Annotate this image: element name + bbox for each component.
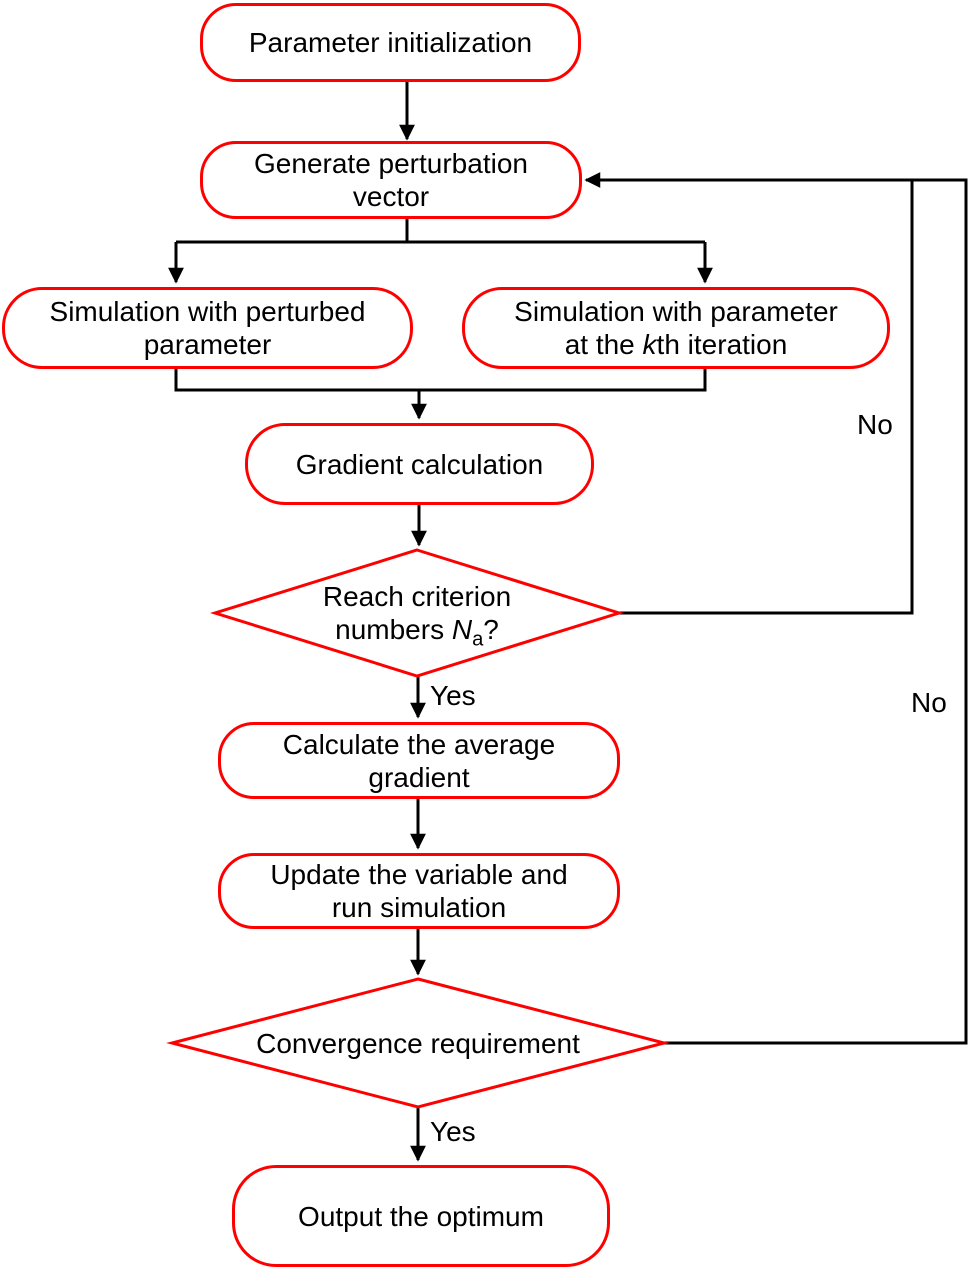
node-label-line2: run simulation bbox=[331, 892, 507, 923]
edge-convergence-no-loop bbox=[584, 172, 968, 1045]
edge-label-yes-reach: Yes bbox=[430, 680, 476, 711]
decision-label: Convergence requirement bbox=[256, 1028, 580, 1059]
node-label: Output the optimum bbox=[298, 1200, 544, 1232]
edge-label-no-reach: No bbox=[857, 409, 893, 440]
node-label: Gradient calculation bbox=[295, 448, 544, 480]
edge-label-yes-convergence: Yes bbox=[430, 1116, 476, 1147]
node-update-variable-run-simulation: Update the variable and run simulation bbox=[218, 853, 620, 929]
node-label-line2: parameter bbox=[143, 329, 272, 360]
edge-reach-no-loop bbox=[619, 180, 914, 615]
node-label-line1: Update the variable and bbox=[270, 859, 568, 890]
edge-merge-horizontal bbox=[174, 369, 707, 392]
decision-reach-criterion-label: Reach criterion numbers Na? bbox=[217, 580, 617, 657]
decision-convergence-label: Convergence requirement bbox=[174, 1027, 662, 1060]
subscript-a: a bbox=[472, 628, 484, 651]
node-gradient-calculation: Gradient calculation bbox=[245, 423, 594, 505]
node-calculate-average-gradient: Calculate the average gradient bbox=[218, 722, 620, 799]
node-label-line1: Simulation with parameter bbox=[514, 296, 838, 327]
decision-convergence-shape bbox=[166, 977, 670, 1109]
node-label-line2: at the kth iteration bbox=[564, 329, 788, 360]
node-simulation-kth-iteration: Simulation with parameter at the kth ite… bbox=[462, 287, 890, 369]
node-label-line2: gradient bbox=[368, 761, 470, 793]
node-label-line1: Generate perturbation bbox=[254, 148, 528, 179]
decision-label-line1: Reach criterion bbox=[322, 581, 512, 612]
node-simulation-perturbed-parameter: Simulation with perturbed parameter bbox=[2, 287, 413, 369]
italic-k: k bbox=[642, 329, 657, 360]
edge-label-no-convergence: No bbox=[911, 687, 947, 718]
node-label-line1: Simulation with perturbed bbox=[49, 296, 366, 327]
node-output-optimum: Output the optimum bbox=[232, 1165, 610, 1267]
decision-label-line2: numbers Na? bbox=[335, 614, 499, 651]
node-generate-perturbation-vector: Generate perturbation vector bbox=[200, 141, 582, 219]
decision-reach-criterion-shape bbox=[209, 548, 625, 678]
node-label: Parameter initialization bbox=[248, 27, 533, 58]
node-label-line2: vector bbox=[352, 181, 430, 212]
node-parameter-initialization: Parameter initialization bbox=[200, 3, 581, 82]
italic-N: N bbox=[451, 614, 473, 645]
node-label-line1: Calculate the average bbox=[282, 728, 556, 760]
